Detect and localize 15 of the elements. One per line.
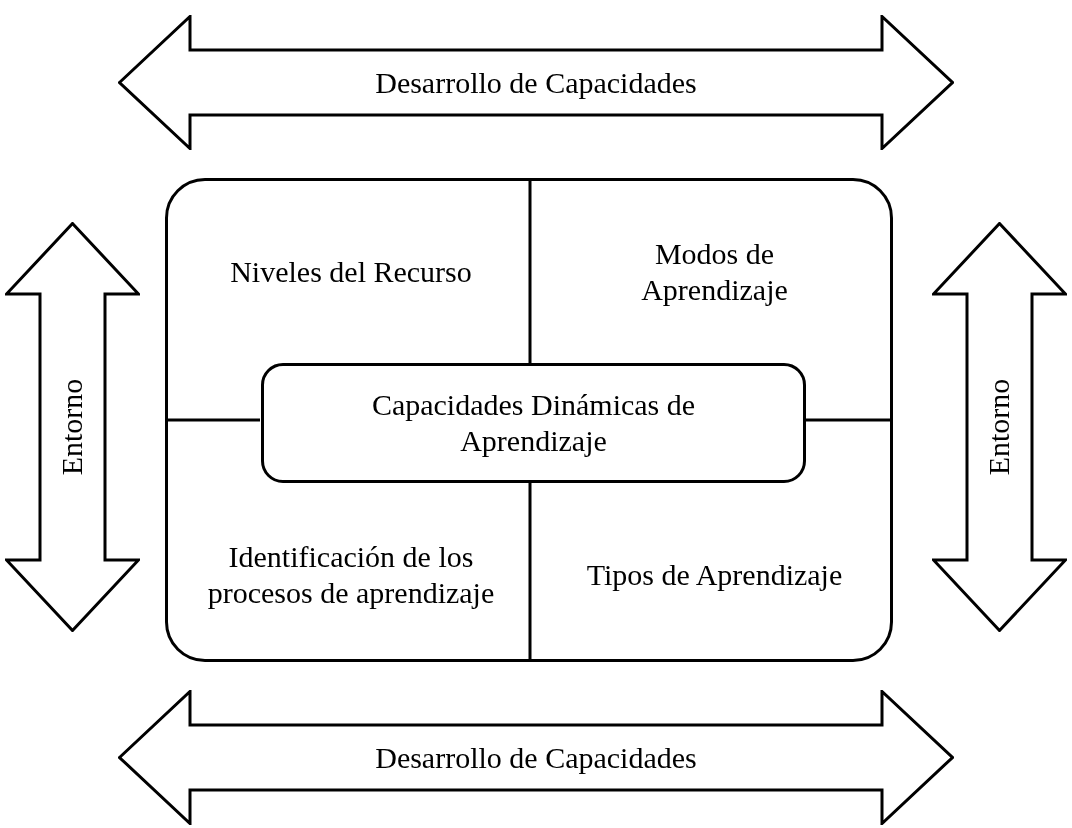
vertical-double-arrow-shape [5,222,140,632]
rounded-box [261,363,806,483]
vertical-double-arrow-shape [932,222,1067,632]
node-text: Tipos de Aprendizaje [586,556,843,593]
node-text: Niveles del Recurso [230,253,472,290]
node-text: Identificación de los procesos de aprendizaje [206,538,496,611]
node-text: Desarrollo de Capacidades [375,739,697,776]
double-arrow-shape [118,690,954,825]
node-text: Entorno [984,378,1015,476]
double-arrow-shape [118,15,954,150]
rounded-frame [165,178,893,662]
node-text: Entorno [57,378,88,476]
node-text: Capacidades Dinámicas de Aprendizaje [370,387,697,459]
node-text: Desarrollo de Capacidades [375,64,697,101]
node-text: Modos de Aprendizaje [640,235,789,308]
